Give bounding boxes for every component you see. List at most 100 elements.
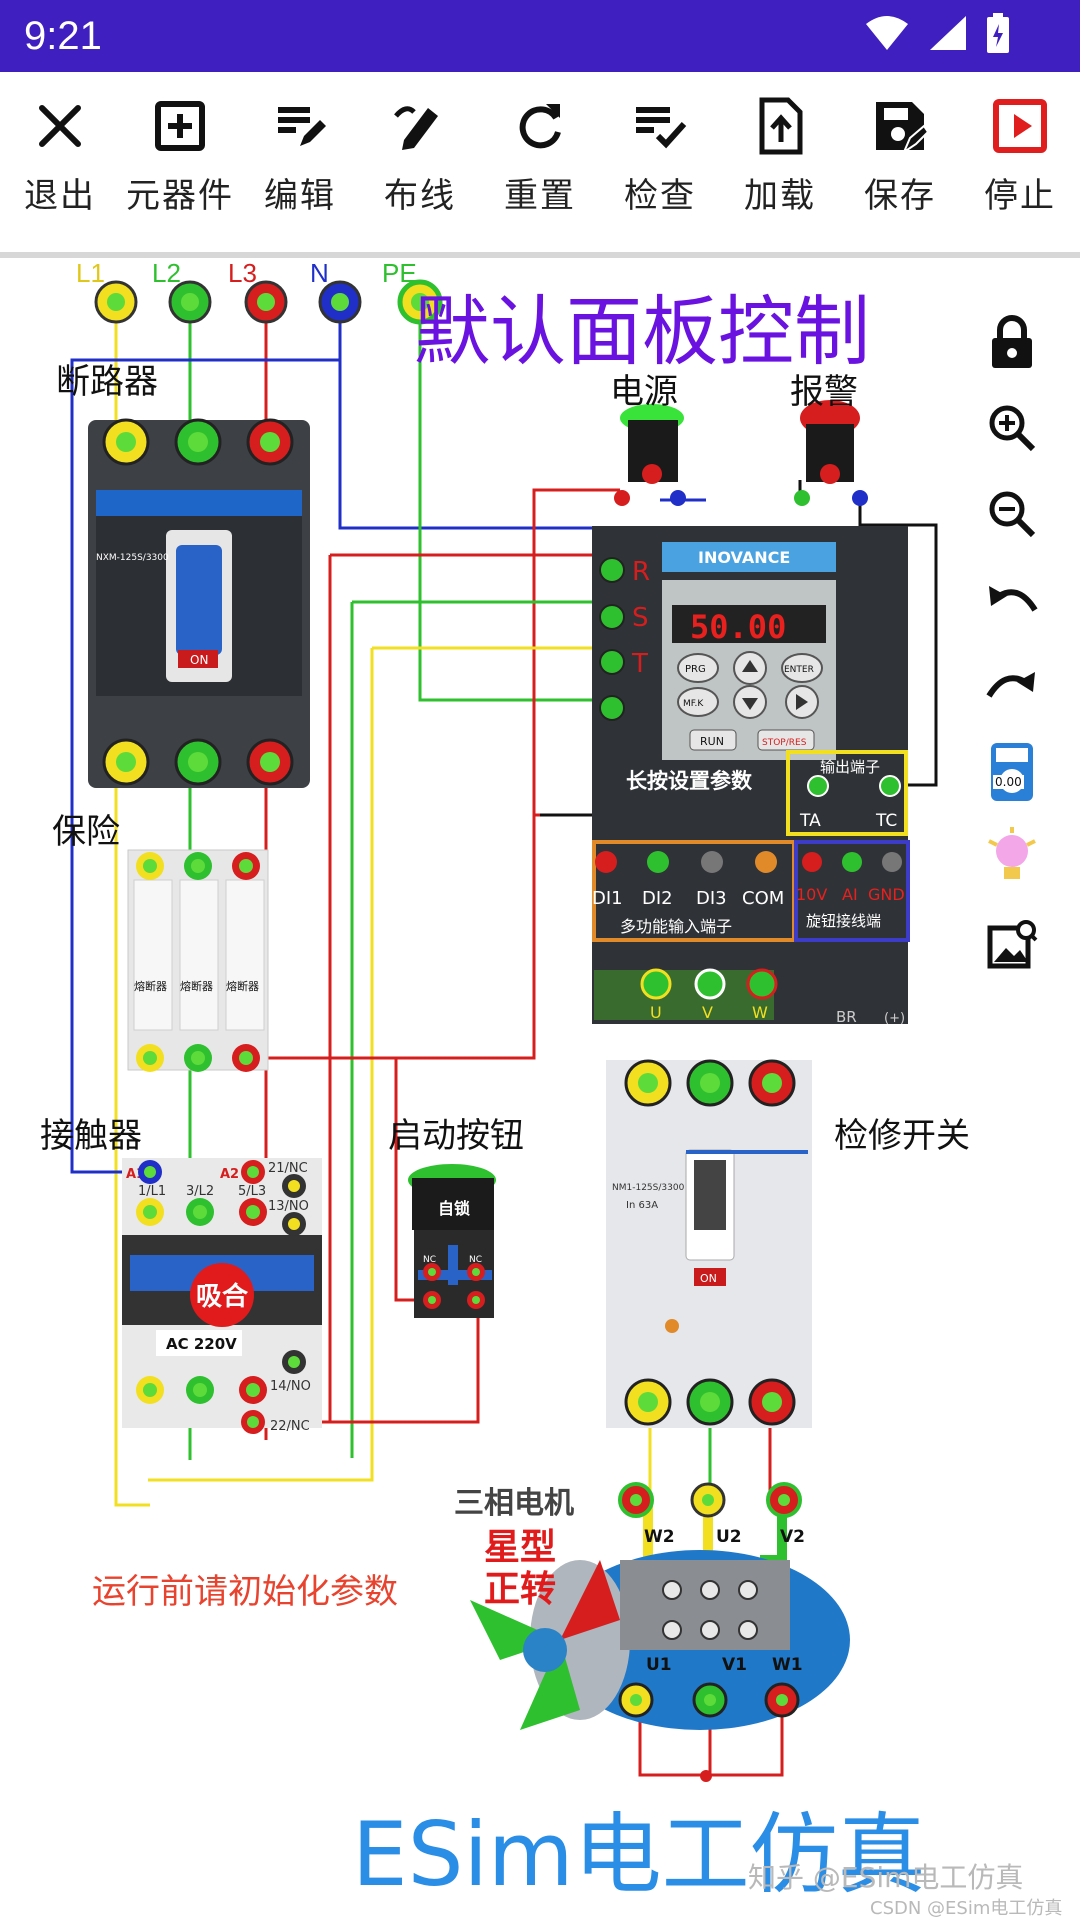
vfd-tc: TC: [875, 811, 897, 831]
vfd-key-mfk[interactable]: MF.K: [683, 699, 704, 709]
start-button-label: 启动按钮: [388, 1116, 524, 1156]
vfd-long-press-hint: 长按设置参数: [626, 769, 753, 793]
alarm-lamp-label: 报警: [790, 372, 858, 412]
meter-button[interactable]: [980, 740, 1044, 804]
vfd-key-run[interactable]: RUN: [700, 735, 724, 748]
button-text: 自锁: [438, 1199, 470, 1218]
breaker-on-mark: ON: [190, 653, 208, 667]
checklist-icon: [636, 107, 687, 149]
vfd-knob-title: 旋钮接线端: [806, 912, 881, 930]
reset-label: 重置: [504, 176, 576, 216]
panel-title: 默认面板控制: [414, 287, 870, 376]
side-toolbar: [980, 310, 1050, 998]
motor-t-u1: U1: [646, 1655, 672, 1675]
zoom-in-button[interactable]: [980, 396, 1044, 460]
contactor-state: 吸合: [196, 1281, 249, 1312]
vfd-gnd: GND: [868, 885, 905, 904]
switch-model: NM1-125S/3300: [612, 1183, 685, 1193]
contactor-t-1l1: 1/L1: [138, 1184, 166, 1199]
vfd-di-title: 多功能输入端子: [620, 917, 732, 936]
vfd-10v: 10V: [796, 885, 827, 904]
contactor-t-22nc: 22/NC: [270, 1419, 310, 1434]
add-box-icon: [155, 101, 205, 151]
exit-label: 退出: [24, 176, 96, 216]
vfd-key-stop[interactable]: STOP/RES: [762, 738, 807, 748]
power-lamp-label: 电源: [610, 372, 678, 412]
zoom-out-icon: [989, 491, 1036, 538]
vfd-plus: (+): [884, 1011, 905, 1026]
edit-note-icon: [278, 107, 326, 146]
wiring-canvas[interactable]: ON NXM-125S/3300 熔断器 熔断器 熔断器: [0, 258, 1080, 1920]
save-icon: [876, 102, 930, 155]
button-nc-right: NC: [469, 1255, 482, 1265]
motor-t-w2: W2: [644, 1527, 675, 1547]
contactor-t-13no: 13/NO: [268, 1199, 309, 1214]
vfd-r: R: [632, 557, 650, 587]
vfd-display: 50.00: [690, 608, 786, 646]
vfd-key-enter[interactable]: ENTER: [784, 665, 814, 675]
redo-button[interactable]: [980, 654, 1044, 718]
switch-on-mark: ON: [700, 1272, 717, 1285]
contactor-t-3l2: 3/L2: [186, 1184, 214, 1199]
vfd-di2: DI2: [642, 888, 673, 909]
vfd-u: U: [650, 1003, 662, 1022]
meter-value: 0.00: [993, 775, 1024, 789]
meter-icon: [991, 743, 1033, 801]
motor-t-v1: V1: [722, 1655, 747, 1675]
bulb-button[interactable]: [980, 826, 1044, 890]
refresh-icon: [519, 104, 561, 149]
play-box-icon: [993, 99, 1047, 153]
toolbar-divider: [0, 252, 1080, 258]
components-button[interactable]: 元器件: [125, 72, 235, 217]
watermark-text: 知乎 @ESim电工仿真: [748, 1861, 1024, 1894]
vfd-ai: AI: [842, 885, 858, 904]
init-hint: 运行前请初始化参数: [92, 1572, 398, 1612]
load-button[interactable]: 加载: [725, 72, 835, 217]
motor-mode-line2: 正转: [484, 1569, 557, 1610]
brand-text: ESim电工仿真: [352, 1803, 926, 1906]
status-bar: 9:21: [0, 0, 1080, 72]
wifi-icon: [866, 16, 908, 50]
undo-icon: [989, 586, 1038, 612]
load-label: 加载: [744, 176, 816, 216]
vfd-w: W: [752, 1003, 768, 1022]
terminal-n-label: N: [310, 258, 329, 288]
zoom-out-button[interactable]: [980, 482, 1044, 546]
contactor-t-5l3: 5/L3: [238, 1184, 266, 1199]
exit-button[interactable]: 退出: [5, 72, 115, 217]
vfd-v: V: [702, 1003, 713, 1022]
vfd-s: S: [632, 603, 649, 633]
edit-button[interactable]: 编辑: [245, 72, 355, 217]
zoom-in-icon: [989, 405, 1036, 452]
image-button[interactable]: [980, 912, 1044, 976]
undo-button[interactable]: [980, 568, 1044, 632]
bulb-icon: [988, 827, 1036, 879]
vfd-di3: DI3: [696, 888, 727, 909]
wiring-button[interactable]: 布线: [365, 72, 475, 217]
vfd-key-prg[interactable]: PRG: [685, 664, 706, 675]
watermark-small-text: CSDN @ESim电工仿真: [870, 1898, 1063, 1919]
lock-button[interactable]: [980, 310, 1044, 374]
button-nc-left: NC: [423, 1255, 436, 1265]
vfd-down-arrow-icon[interactable]: [742, 698, 758, 710]
contactor-label: 接触器: [40, 1116, 142, 1156]
draw-icon: [394, 106, 438, 150]
vfd-up-arrow-icon[interactable]: [742, 660, 758, 672]
vfd-brand: INOVANCE: [698, 548, 790, 567]
vfd-right-arrow-icon[interactable]: [796, 694, 808, 710]
contactor-t-a2: A2: [220, 1167, 239, 1182]
lock-icon: [992, 315, 1032, 368]
check-button[interactable]: 检查: [605, 72, 715, 217]
switch-rating: In 63A: [626, 1200, 658, 1211]
signal-icon: [930, 16, 966, 50]
save-button[interactable]: 保存: [845, 72, 955, 217]
image-icon: [987, 920, 1038, 969]
wiring-label: 布线: [384, 176, 456, 216]
vfd-ta: TA: [799, 811, 821, 831]
stop-button[interactable]: 停止: [965, 72, 1075, 217]
maintenance-switch-label: 检修开关: [834, 1116, 970, 1156]
upload-file-icon: [759, 97, 803, 155]
breaker-model: NXM-125S/3300: [96, 553, 169, 563]
terminal-l3-label: L3: [228, 258, 257, 288]
reset-button[interactable]: 重置: [485, 72, 595, 217]
